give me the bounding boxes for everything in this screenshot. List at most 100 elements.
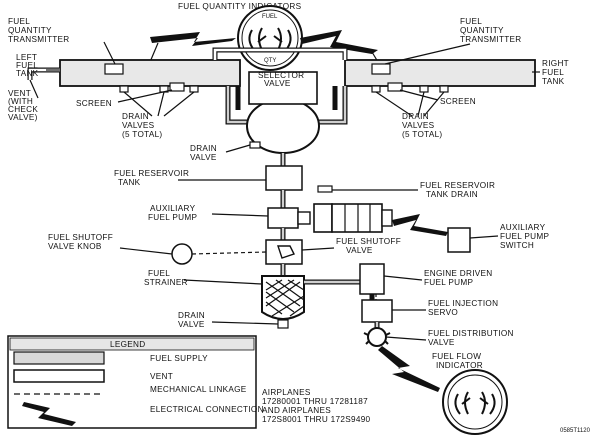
label-fuel-qty-transmitter-right: FUEL QUANTITY TRANSMITTER xyxy=(460,17,522,44)
legend-title: LEGEND xyxy=(110,340,145,349)
diagram-title: FUEL QUANTITY INDICATORS xyxy=(178,2,302,11)
figure-code: 0585T1120 xyxy=(560,428,591,434)
svg-text:VALVES: VALVES xyxy=(402,121,435,130)
gauge-label-top: FUEL xyxy=(262,14,278,20)
svg-text:FUEL PUMP: FUEL PUMP xyxy=(424,278,473,287)
fuel-flow-indicator xyxy=(442,369,508,435)
svg-text:FUEL: FUEL xyxy=(16,61,38,70)
label-fuel-shutoff-valve-knob: FUEL SHUTOFF VALVE KNOB xyxy=(48,233,113,251)
svg-text:FUEL PUMP: FUEL PUMP xyxy=(500,232,549,241)
legend-swatch-vent xyxy=(13,369,105,383)
svg-text:AIRPLANES: AIRPLANES xyxy=(262,388,311,397)
svg-text:VALVE: VALVE xyxy=(178,320,205,329)
label-drain-valves-right: DRAIN VALVES (5 TOTAL) xyxy=(402,112,442,139)
svg-text:FUEL: FUEL xyxy=(8,17,30,26)
svg-text:AUXILIARY: AUXILIARY xyxy=(500,223,546,232)
label-fuel-reservoir-tank-drain: FUEL RESERVOIR TANK DRAIN xyxy=(420,181,495,199)
svg-text:TANK: TANK xyxy=(118,178,141,187)
svg-text:ENGINE DRIVEN: ENGINE DRIVEN xyxy=(424,269,493,278)
svg-text:FUEL INJECTION: FUEL INJECTION xyxy=(428,299,498,308)
right-transmitter xyxy=(371,63,391,75)
fuel-strainer xyxy=(261,275,305,320)
upper-drain-valve xyxy=(249,141,261,149)
selector-valve-housing xyxy=(248,71,318,105)
svg-text:FUEL SHUTOFF: FUEL SHUTOFF xyxy=(48,233,113,242)
svg-text:VALVE: VALVE xyxy=(264,79,291,88)
svg-text:DRAIN: DRAIN xyxy=(122,112,149,121)
label-auxiliary-fuel-pump-switch: AUXILIARY FUEL PUMP SWITCH xyxy=(500,223,549,250)
legend-swatch-electrical-connection xyxy=(22,402,76,426)
label-screen-right: SCREEN xyxy=(440,97,476,106)
svg-text:RIGHT: RIGHT xyxy=(542,59,569,68)
svg-text:(5 TOTAL): (5 TOTAL) xyxy=(122,130,162,139)
legend-label-fuel-supply: FUEL SUPPLY xyxy=(150,354,208,363)
svg-text:TANK DRAIN: TANK DRAIN xyxy=(426,190,478,199)
svg-text:DRAIN: DRAIN xyxy=(402,112,429,121)
leader-lines xyxy=(29,41,540,341)
label-fuel-qty-transmitter-left: FUEL QUANTITY TRANSMITTER xyxy=(8,17,70,44)
engine-driven-fuel-pump xyxy=(359,263,385,295)
label-drain-valve-lower: DRAIN VALVE xyxy=(178,311,205,329)
svg-text:VALVES: VALVES xyxy=(122,121,155,130)
svg-text:QUANTITY: QUANTITY xyxy=(8,26,52,35)
svg-text:DRAIN: DRAIN xyxy=(190,144,217,153)
gauge-label-bottom: QTY xyxy=(264,58,276,64)
auxiliary-fuel-pump-switch xyxy=(447,227,471,253)
svg-text:AUXILIARY: AUXILIARY xyxy=(150,204,196,213)
label-right-fuel-tank: RIGHT FUEL TANK xyxy=(542,59,569,86)
svg-text:TRANSMITTER: TRANSMITTER xyxy=(8,35,70,44)
label-fuel-distribution-valve: FUEL DISTRIBUTION VALVE xyxy=(428,329,514,347)
left-transmitter xyxy=(104,63,124,75)
svg-text:FUEL: FUEL xyxy=(542,68,564,77)
legend-swatch-fuel-supply xyxy=(13,351,105,365)
electrical-bolt-right xyxy=(300,30,378,54)
svg-text:VALVE: VALVE xyxy=(190,153,217,162)
svg-text:LEFT: LEFT xyxy=(16,53,37,62)
svg-text:FUEL RESERVOIR: FUEL RESERVOIR xyxy=(420,181,495,190)
auxiliary-fuel-pump xyxy=(267,207,299,229)
svg-text:TRANSMITTER: TRANSMITTER xyxy=(460,35,522,44)
svg-text:VENT: VENT xyxy=(8,89,31,98)
left-fuel-tank xyxy=(59,59,241,87)
svg-text:FUEL RESERVOIR: FUEL RESERVOIR xyxy=(114,169,189,178)
right-screen xyxy=(387,82,403,92)
lower-drain-valve xyxy=(277,319,289,329)
label-drain-valve-upper: DRAIN VALVE xyxy=(190,144,217,162)
label-fuel-shutoff-valve: FUEL SHUTOFF VALVE xyxy=(336,237,401,255)
svg-text:SELECTOR: SELECTOR xyxy=(258,71,304,80)
svg-text:TANK: TANK xyxy=(16,69,39,78)
svg-text:FUEL FLOW: FUEL FLOW xyxy=(432,352,481,361)
label-left-fuel-tank: LEFT FUEL TANK xyxy=(16,53,39,78)
fuel-quantity-gauge: FUEL QTY xyxy=(237,5,303,71)
svg-text:FUEL PUMP: FUEL PUMP xyxy=(148,213,197,222)
fuel-reservoir-tank xyxy=(265,165,303,191)
svg-text:VALVE): VALVE) xyxy=(8,113,38,122)
svg-text:(5 TOTAL): (5 TOTAL) xyxy=(402,130,442,139)
svg-text:17280001 THRU 17281187: 17280001 THRU 17281187 xyxy=(262,397,368,406)
svg-text:QUANTITY: QUANTITY xyxy=(460,26,504,35)
fuel-distribution-valve xyxy=(367,327,387,347)
svg-text:VALVE: VALVE xyxy=(346,246,373,255)
svg-text:FUEL: FUEL xyxy=(148,269,170,278)
auxiliary-pump-motor xyxy=(331,203,383,233)
svg-text:(WITH: (WITH xyxy=(8,97,33,106)
svg-text:FUEL: FUEL xyxy=(460,17,482,26)
label-vent: VENT (WITH CHECK VALVE) xyxy=(8,89,38,122)
legend: LEGEND FUEL SUPPLY VENT MECHANICAL LINKA… xyxy=(7,335,264,429)
electrical-bolt-left xyxy=(150,32,236,46)
legend-label-vent: VENT xyxy=(150,372,173,381)
label-fuel-flow-indicator: FUEL FLOW INDICATOR xyxy=(432,352,483,370)
fuel-injection-servo xyxy=(361,299,393,323)
svg-text:STRAINER: STRAINER xyxy=(144,278,188,287)
left-screen xyxy=(169,82,185,92)
svg-text:DRAIN: DRAIN xyxy=(178,311,205,320)
svg-text:SWITCH: SWITCH xyxy=(500,241,534,250)
svg-text:FUEL DISTRIBUTION: FUEL DISTRIBUTION xyxy=(428,329,514,338)
label-engine-driven-fuel-pump: ENGINE DRIVEN FUEL PUMP xyxy=(424,269,493,287)
svg-text:172S8001 THRU 172S9490: 172S8001 THRU 172S9490 xyxy=(262,415,371,424)
label-selector-valve: SELECTOR VALVE xyxy=(258,71,304,88)
label-drain-valves-left: DRAIN VALVES (5 TOTAL) xyxy=(122,112,162,139)
electrical-bolt-flow-indicator xyxy=(378,346,440,392)
label-auxiliary-fuel-pump: AUXILIARY FUEL PUMP xyxy=(148,204,197,222)
